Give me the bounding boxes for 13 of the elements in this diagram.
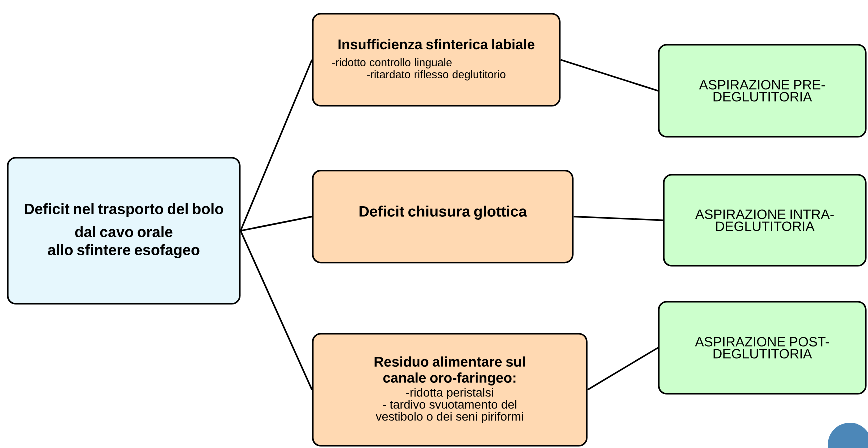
- outcome-box: ASPIRAZIONE POST-DEGLUTITORIA: [658, 301, 867, 395]
- outcome-box: ASPIRAZIONE INTRA-DEGLUTITORIA: [663, 174, 867, 267]
- connector-line: [574, 216, 664, 222]
- cause-box: Deficit nel trasporto del bolo dal cavo orale allo sfintere esofageo: [7, 157, 241, 305]
- connector-line: [240, 230, 313, 390]
- deficit-box: Deficit chiusura glottica: [312, 170, 574, 264]
- deficit-box: Residuo alimentare sul canale oro-faringeo: -ridotta peristalsi - tardivo svuotamento del vestibolo o dei seni piriformi: [312, 333, 588, 447]
- connector-line: [560, 59, 658, 92]
- deficit-box: Insufficienza sfinterica labiale -ridotto controllo linguale -ritardato riflesso deglutitorio: [312, 13, 561, 107]
- connector-line: [587, 347, 659, 391]
- connector-line: [240, 216, 312, 232]
- connector-line: [240, 60, 313, 232]
- outcome-box: ASPIRAZIONE PRE-DEGLUTITORIA: [658, 44, 867, 138]
